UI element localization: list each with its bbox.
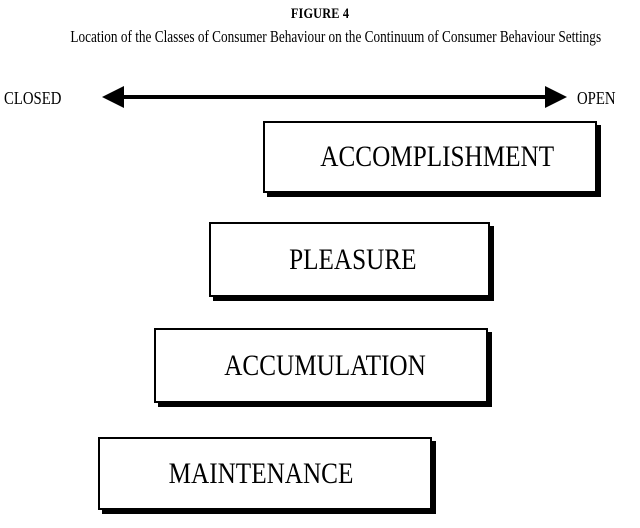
figure-label: FIGURE 4 bbox=[290, 6, 350, 22]
class-box-maintenance: MAINTENANCE bbox=[98, 437, 432, 510]
class-label-pleasure: PLEASURE bbox=[288, 242, 417, 276]
closed-label: CLOSED bbox=[4, 88, 62, 108]
class-box-pleasure: PLEASURE bbox=[209, 222, 490, 297]
open-label: OPEN bbox=[577, 88, 616, 108]
class-box-accomplishment: ACCOMPLISHMENT bbox=[263, 121, 597, 193]
class-label-accumulation: ACCUMULATION bbox=[224, 348, 426, 382]
class-label-maintenance: MAINTENANCE bbox=[168, 456, 354, 490]
arrow-head-left bbox=[102, 86, 124, 108]
figure-caption: Location of the Classes of Consumer Beha… bbox=[70, 27, 602, 46]
class-box-accumulation: ACCUMULATION bbox=[154, 328, 488, 403]
arrow-head-right bbox=[545, 86, 567, 108]
class-label-accomplishment: ACCOMPLISHMENT bbox=[320, 140, 554, 173]
